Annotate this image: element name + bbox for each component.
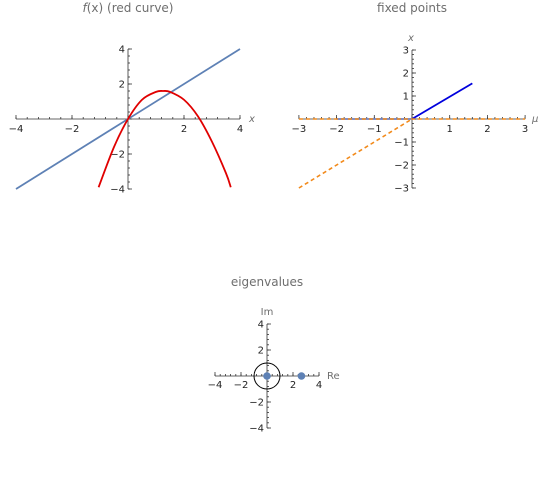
y-axis-label: x [407,33,414,44]
y-tick-label: 2 [403,69,409,80]
x-tick-label: −2 [65,124,80,135]
x-axis-label: Re [327,371,340,382]
series-line-0 [411,82,473,120]
y-tick-label: −2 [249,398,264,409]
x-tick-label: 4 [316,380,322,391]
chart-title: fixed points [377,1,447,15]
x-tick-label: −2 [329,124,344,135]
x-tick-label: 3 [522,124,528,135]
panel-fixed-points: fixed points −3 −2 −1 1 2 3 −3 −2 −1 1 2 3 μ x [292,1,539,195]
y-tick-label: −4 [110,185,125,196]
panel-eigenvalues: eigenvalues −4 −2 2 4 −4 −2 2 4 Re Im [208,275,340,435]
y-axis-label: Im [261,307,274,318]
x-tick-label: −1 [367,124,382,135]
x-tick-label: 2 [181,124,187,135]
x-tick-label: 4 [237,124,243,135]
y-tick-label: −1 [394,138,409,149]
chart-title: eigenvalues [231,275,303,289]
y-tick-label: 2 [119,80,125,91]
x-tick-label: −3 [292,124,307,135]
x-tick-label: −2 [234,380,249,391]
x-tick-label: −4 [208,380,223,391]
y-tick-label: −2 [394,161,409,172]
x-tick-label: 2 [290,380,296,391]
unit-circle [253,362,281,390]
x-tick-label: 2 [484,124,490,135]
y-tick-label: −3 [394,184,409,195]
x-tick-label: −4 [9,124,24,135]
eigenvalue-point [297,372,306,380]
x-axis-label: μ [531,114,538,125]
x-axis-label: x [248,114,255,125]
chart-title: f(x) (red curve) [83,1,174,15]
series-line-3 [298,118,413,189]
x-tick-label: 1 [447,124,453,135]
eigenvalue-point [263,372,271,380]
y-tick-label: 4 [119,45,125,56]
y-tick-label: 4 [258,320,264,331]
y-tick-label: −4 [249,424,264,435]
y-tick-label: 3 [403,46,409,57]
y-tick-label: 2 [258,346,264,357]
series-line-1 [97,89,232,188]
y-tick-label: 1 [403,92,409,103]
panel-fx: f(x) (red curve) −4 −2 2 4 −4 −2 2 4 x [9,1,255,196]
y-tick-label: −2 [110,150,125,161]
